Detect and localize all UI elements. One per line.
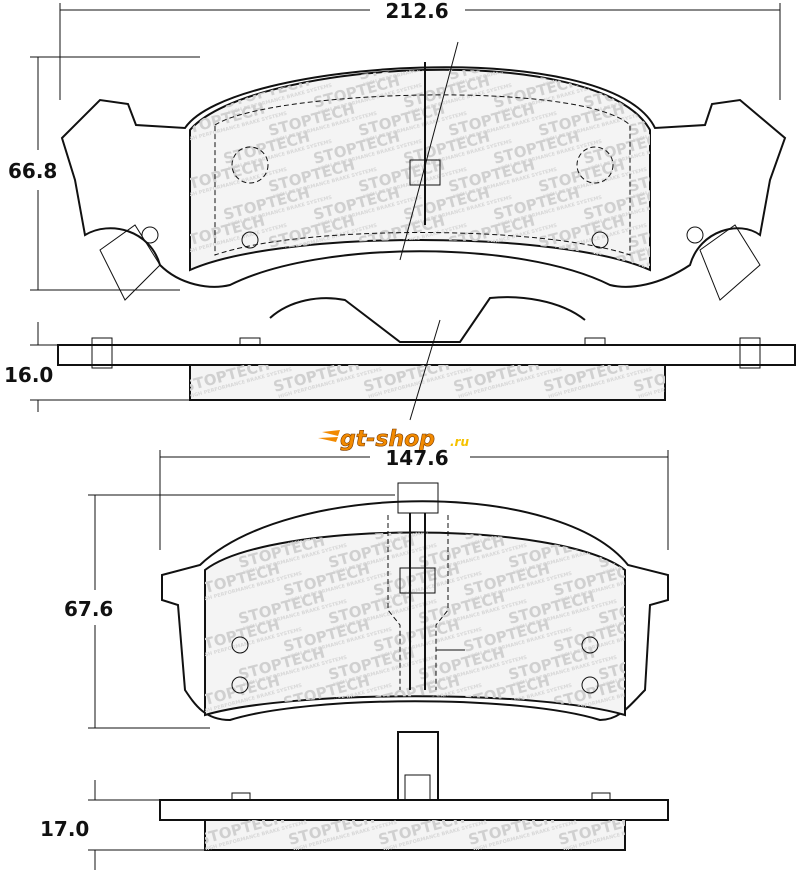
pad-1-clip-spring <box>269 296 586 343</box>
stoptech-watermark: STOPTECH <box>401 239 491 279</box>
stoptech-tagline: HIGH PERFORMANCE BRAKE SYSTEMS <box>558 515 663 549</box>
gt-shop-watermark: gt-shop .ru <box>318 427 469 452</box>
stoptech-watermark: STOPTECH <box>176 43 266 83</box>
dimension-pad-2-height: 67.6 <box>64 597 113 621</box>
pad-2-clip <box>397 731 439 801</box>
stoptech-tagline: HIGH PERFORMANCE BRAKE SYSTEMS <box>318 251 423 285</box>
pad-2-backing-plate <box>161 500 669 722</box>
dimension-pad-1-thickness: 16.0 <box>4 363 53 387</box>
dimension-pad-1-width: 212.6 <box>385 0 448 23</box>
stoptech-tagline: HIGH PERFORMANCE BRAKE SYSTEMS <box>498 251 603 285</box>
pad-2-side-friction <box>204 819 626 851</box>
stoptech-tagline: HIGH PERFORMANCE BRAKE SYSTEMS <box>633 55 738 89</box>
stoptech-watermark: STOPTECH <box>536 43 626 83</box>
stoptech-watermark: STOPTECH <box>311 239 401 279</box>
svg-text:gt-shop: gt-shop <box>340 427 435 452</box>
svg-text:.ru: .ru <box>450 435 469 449</box>
pad-1-backing-plate <box>60 66 787 288</box>
dimension-pad-2-width: 147.6 <box>385 446 448 470</box>
pad-1-side-backing-plate <box>57 344 796 366</box>
stoptech-watermark: STOPTECH <box>626 43 716 83</box>
pad-2-side-backing-plate <box>159 799 669 821</box>
pad-1-dimensions: 212.6 66.8 16.0 <box>4 0 781 412</box>
stoptech-tagline: HIGH PERFORMANCE BRAKE SYSTEMS <box>183 55 288 89</box>
dimension-pad-2-thickness: 17.0 <box>40 817 89 841</box>
dimension-pad-1-height: 66.8 <box>8 159 57 183</box>
stoptech-watermark: STOPTECH <box>631 355 721 395</box>
pad-2-friction-material <box>204 531 626 717</box>
pad-1-friction-material <box>189 68 651 272</box>
stoptech-watermark: STOPTECH <box>191 503 281 543</box>
pad-2-dimensions: 147.6 67.6 17.0 <box>40 446 669 870</box>
pad-1-side-friction <box>189 364 666 401</box>
